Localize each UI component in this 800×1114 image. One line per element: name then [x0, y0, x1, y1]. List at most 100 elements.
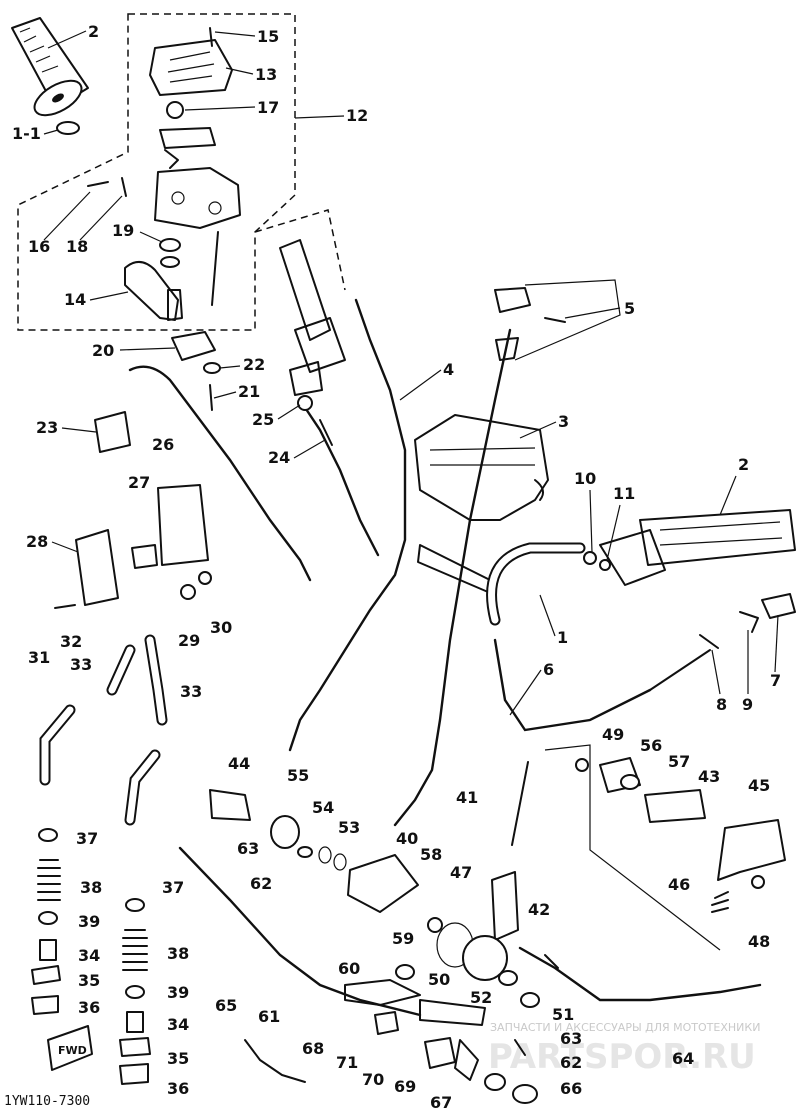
callout-36b: 36	[167, 1079, 189, 1098]
callout-17: 17	[257, 98, 279, 117]
cover-screw	[209, 27, 213, 47]
callout-63a: 63	[237, 839, 259, 858]
part-71-rod	[344, 979, 421, 1006]
part-44	[209, 789, 251, 821]
cable-bracket	[171, 331, 216, 361]
throttle-cable-4	[288, 298, 407, 752]
callout-37a: 37	[76, 829, 98, 848]
callout-37b: 37	[162, 878, 184, 897]
reservoir-42	[462, 935, 508, 981]
callout-61: 61	[258, 1007, 280, 1026]
callout-25: 25	[252, 410, 274, 429]
callout-12: 12	[346, 106, 368, 125]
callout-13: 13	[255, 65, 277, 84]
washer-37	[38, 828, 58, 842]
callout-16: 16	[28, 237, 50, 256]
callout-43: 43	[698, 767, 720, 786]
callout-54: 54	[312, 798, 334, 817]
callout-71: 71	[336, 1053, 358, 1072]
callout-59: 59	[392, 929, 414, 948]
spring-46	[711, 891, 729, 913]
ring-53b	[333, 853, 347, 871]
part-23	[94, 411, 131, 453]
watermark-small: ЗАПЧАСТИ И АКСЕССУАРЫ ДЛЯ МОТОТЕХНИКИ	[490, 1021, 760, 1034]
part-69	[454, 1039, 479, 1081]
lever-45	[717, 819, 786, 881]
part-35	[31, 965, 61, 985]
callout-19: 19	[112, 221, 134, 240]
part-56	[599, 757, 641, 793]
callout-65: 65	[215, 996, 237, 1015]
callout-5: 5	[624, 299, 635, 318]
fwd-badge	[47, 1025, 93, 1071]
callout-39a: 39	[78, 912, 100, 931]
part-67	[484, 1073, 506, 1091]
callout-31: 31	[28, 648, 50, 667]
fwd-label: FWD	[58, 1044, 87, 1057]
callout-35a: 35	[78, 971, 100, 990]
adjuster-screw	[87, 177, 127, 197]
callout-24: 24	[268, 448, 290, 467]
callout-36a: 36	[78, 998, 100, 1017]
washer-39	[38, 911, 58, 925]
adjuster-24	[319, 419, 333, 446]
callout-27: 27	[128, 473, 150, 492]
part-60	[395, 964, 415, 980]
callout-33a: 33	[70, 655, 92, 674]
washer-52	[498, 970, 518, 986]
callout-38a: 38	[80, 878, 102, 897]
callout-35b: 35	[167, 1049, 189, 1068]
part-35b	[119, 1037, 151, 1057]
washer-37b	[125, 898, 145, 912]
speedometer-cable	[393, 328, 512, 827]
callout-23: 23	[36, 418, 58, 437]
washer-54	[297, 846, 313, 858]
washer-51	[520, 992, 540, 1008]
bracket-65	[244, 1039, 306, 1083]
callout-21: 21	[238, 382, 260, 401]
callout-51: 51	[552, 1005, 574, 1024]
callout-9: 9	[742, 695, 753, 714]
callout-3: 3	[558, 412, 569, 431]
locknut	[159, 238, 181, 252]
ring-53a	[318, 846, 332, 864]
housing-nut	[166, 101, 184, 119]
callout-63b: 63	[560, 1029, 582, 1048]
part-66	[512, 1084, 538, 1104]
callout-52: 52	[470, 988, 492, 1007]
callout-53: 53	[338, 818, 360, 837]
callout-39b: 39	[167, 983, 189, 1002]
cable-adjuster	[649, 649, 711, 691]
part-42-stem	[491, 871, 519, 941]
part-9	[739, 611, 759, 633]
callout-42: 42	[528, 900, 550, 919]
callout-68: 68	[302, 1039, 324, 1058]
callout-55: 55	[287, 766, 309, 785]
callout-15: 15	[257, 27, 279, 46]
callout-46: 46	[668, 875, 690, 894]
nut-22	[203, 362, 221, 374]
washer	[160, 256, 180, 268]
leader-45	[544, 744, 721, 951]
part-27	[131, 544, 158, 569]
throttle-housing	[154, 167, 241, 229]
callout-1-1: 1-1	[12, 124, 41, 143]
throttle-twist-grip	[279, 239, 346, 396]
handlebar-center	[417, 544, 496, 596]
guide-leader	[514, 279, 621, 361]
callout-28: 28	[26, 532, 48, 551]
washer-39b	[125, 985, 145, 999]
plate-28	[75, 529, 119, 606]
callout-50: 50	[428, 970, 450, 989]
part-47	[427, 917, 443, 933]
callout-1: 1	[557, 628, 568, 647]
part-49	[575, 758, 589, 772]
brake-cable-61	[178, 846, 422, 1017]
callout-33b: 33	[180, 682, 202, 701]
callout-62a: 62	[250, 874, 272, 893]
callout-64: 64	[672, 1049, 694, 1068]
grip-end-washer	[56, 121, 80, 135]
cable-guide-5	[494, 287, 531, 313]
